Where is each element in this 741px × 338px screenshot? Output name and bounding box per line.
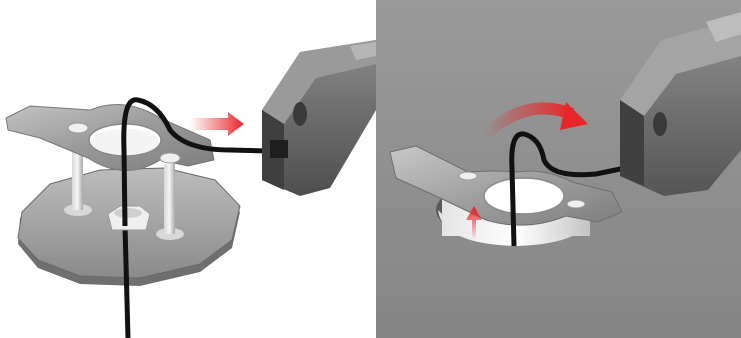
right-illustration-panel	[376, 0, 741, 338]
left-illustration	[0, 0, 376, 338]
nut-icon	[108, 206, 150, 230]
connector-icon	[262, 40, 376, 196]
right-illustration	[376, 0, 741, 338]
left-illustration-panel	[0, 0, 376, 338]
bracket-icon	[6, 105, 214, 171]
arrow-right-icon	[190, 112, 244, 136]
cable-bottom-icon	[125, 226, 128, 338]
